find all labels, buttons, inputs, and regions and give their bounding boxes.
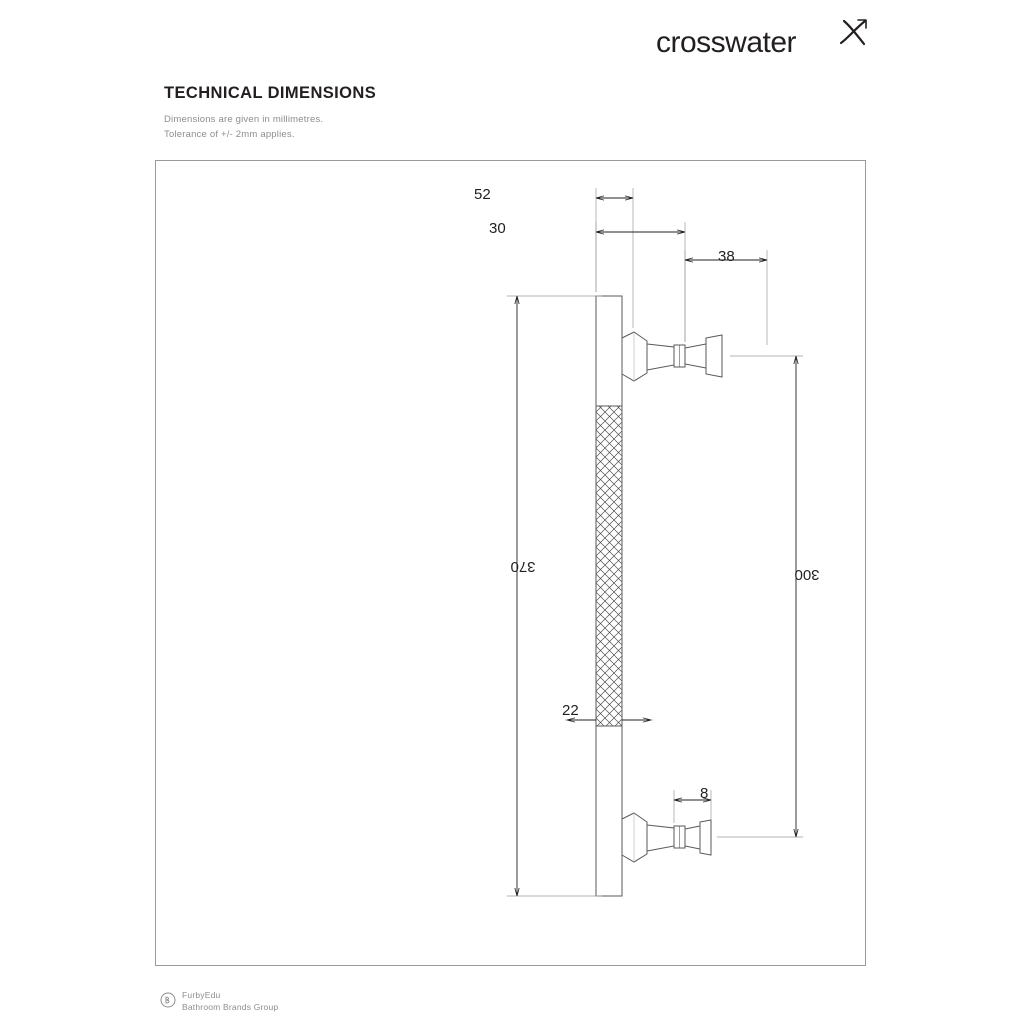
footer-line-2: Bathroom Brands Group: [182, 1002, 279, 1012]
brand-logo: crosswater: [656, 18, 876, 59]
dimension-label-30: 30: [489, 220, 506, 237]
crosswater-x-icon: [839, 19, 867, 46]
footer-line-1: FurbyEdu: [182, 990, 221, 1000]
page-title: TECHNICAL DIMENSIONS: [164, 84, 377, 102]
drawing-frame: [155, 160, 866, 966]
dimension-label-370: 370: [510, 558, 536, 575]
dimension-note-line-1: Dimensions are given in millimetres.: [164, 114, 324, 125]
bathroom-brands-logo-icon: [160, 992, 176, 1008]
dimension-label-300: 300: [794, 566, 820, 583]
dimension-label-52: 52: [474, 186, 491, 203]
dimension-label-22: 22: [562, 702, 579, 719]
dimension-label-38: 38: [718, 248, 735, 265]
technical-drawing: [507, 188, 803, 897]
dimension-note-line-2: Tolerance of +/- 2mm applies.: [164, 129, 295, 140]
brand-name: crosswater: [656, 26, 797, 59]
dimension-label-8: 8: [700, 785, 709, 802]
footer: FurbyEdu Bathroom Brands Group: [160, 988, 420, 1018]
